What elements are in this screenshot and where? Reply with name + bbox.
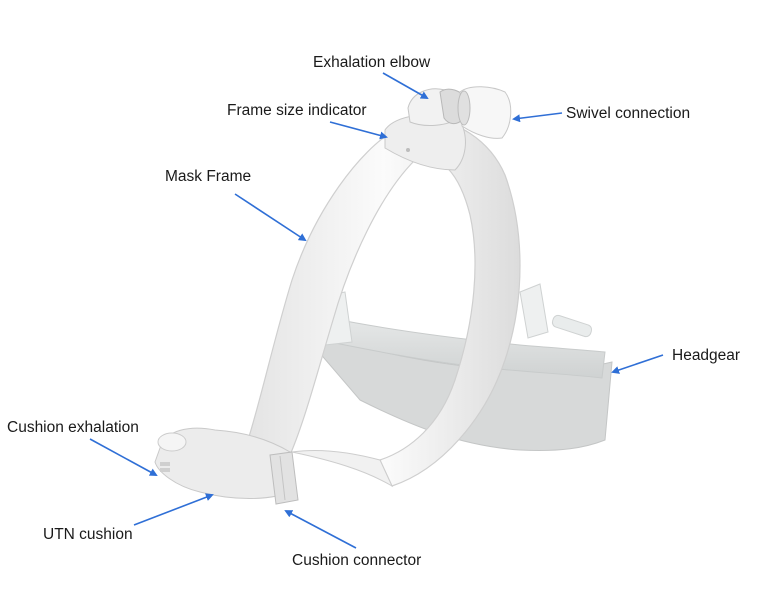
- utn-cushion: [154, 427, 297, 499]
- arrow-cushion-connector: [284, 510, 357, 549]
- label-frame-size-indicator: Frame size indicator: [227, 102, 367, 119]
- label-cushion-exhalation: Cushion exhalation: [7, 419, 139, 436]
- label-swivel-connection: Swivel connection: [566, 105, 691, 122]
- label-headgear: Headgear: [672, 347, 741, 364]
- label-cushion-connector: Cushion connector: [292, 552, 422, 569]
- arrow-frame-size-indicator: [329, 121, 388, 140]
- cushion-connector: [269, 449, 394, 505]
- callout-arrows: [89, 72, 664, 549]
- label-utn-cushion: UTN cushion: [43, 526, 133, 543]
- arrow-exhalation-elbow: [382, 72, 429, 99]
- arrow-utn-cushion: [133, 493, 214, 526]
- label-exhalation-elbow: Exhalation elbow: [313, 54, 431, 71]
- arrow-cushion-exhalation: [89, 438, 158, 476]
- mask-frame: [247, 114, 521, 487]
- swivel-connection: [457, 86, 512, 139]
- label-mask-frame: Mask Frame: [165, 168, 252, 185]
- arrow-headgear: [611, 354, 664, 374]
- exhalation-elbow: [407, 88, 467, 126]
- arrow-swivel-connection: [512, 112, 563, 123]
- arrow-mask-frame: [234, 193, 307, 242]
